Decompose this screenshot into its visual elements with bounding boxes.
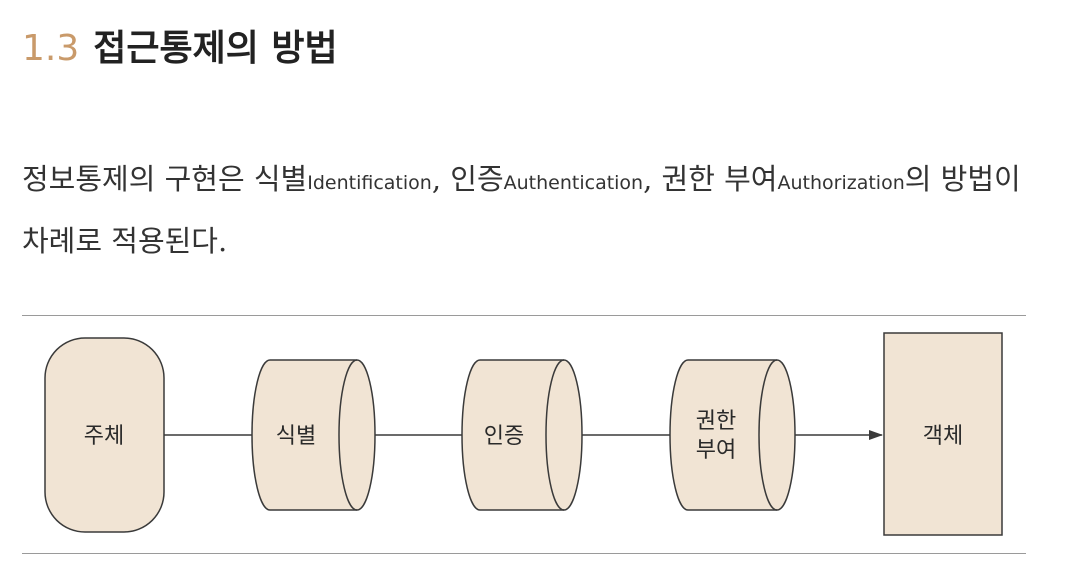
authorization-node: 권한 부여 — [669, 359, 796, 511]
authentication-label: 인증 — [484, 424, 524, 449]
section-heading: 1.3 접근통제의 방법 — [22, 24, 338, 74]
identification-node: 식별 — [251, 359, 376, 511]
subject-node: 주체 — [44, 337, 165, 533]
subject-label: 주체 — [84, 424, 124, 449]
para-text-1: 정보통제의 구현은 식별 — [22, 162, 308, 196]
para-term-authentication: Authentication — [503, 172, 644, 194]
para-text-4: 의 방법이 차례로 적용된다. — [22, 162, 1021, 258]
para-term-authorization: Authorization — [777, 172, 905, 194]
para-text-3: , 권한 부여 — [643, 162, 778, 196]
object-label: 객체 — [923, 424, 963, 449]
para-text-2: , 인증 — [431, 162, 504, 196]
access-control-flow-diagram: 주체 식별 인증 권한 부여 객체 — [44, 332, 1003, 536]
para-term-identification: Identification — [307, 172, 432, 194]
object-node: 객체 — [883, 332, 1003, 536]
diagram-top-rule — [22, 315, 1026, 316]
authorization-label-line1: 권한 — [696, 409, 736, 434]
section-number: 1.3 — [22, 28, 80, 69]
authentication-node: 인증 — [461, 359, 583, 511]
diagram-bottom-rule — [22, 553, 1026, 554]
authorization-label-line2: 부여 — [696, 438, 736, 463]
section-title: 접근통제의 방법 — [93, 28, 338, 69]
body-paragraph: 정보통제의 구현은 식별Identification, 인증Authentica… — [22, 150, 1052, 270]
identification-label: 식별 — [276, 424, 316, 449]
